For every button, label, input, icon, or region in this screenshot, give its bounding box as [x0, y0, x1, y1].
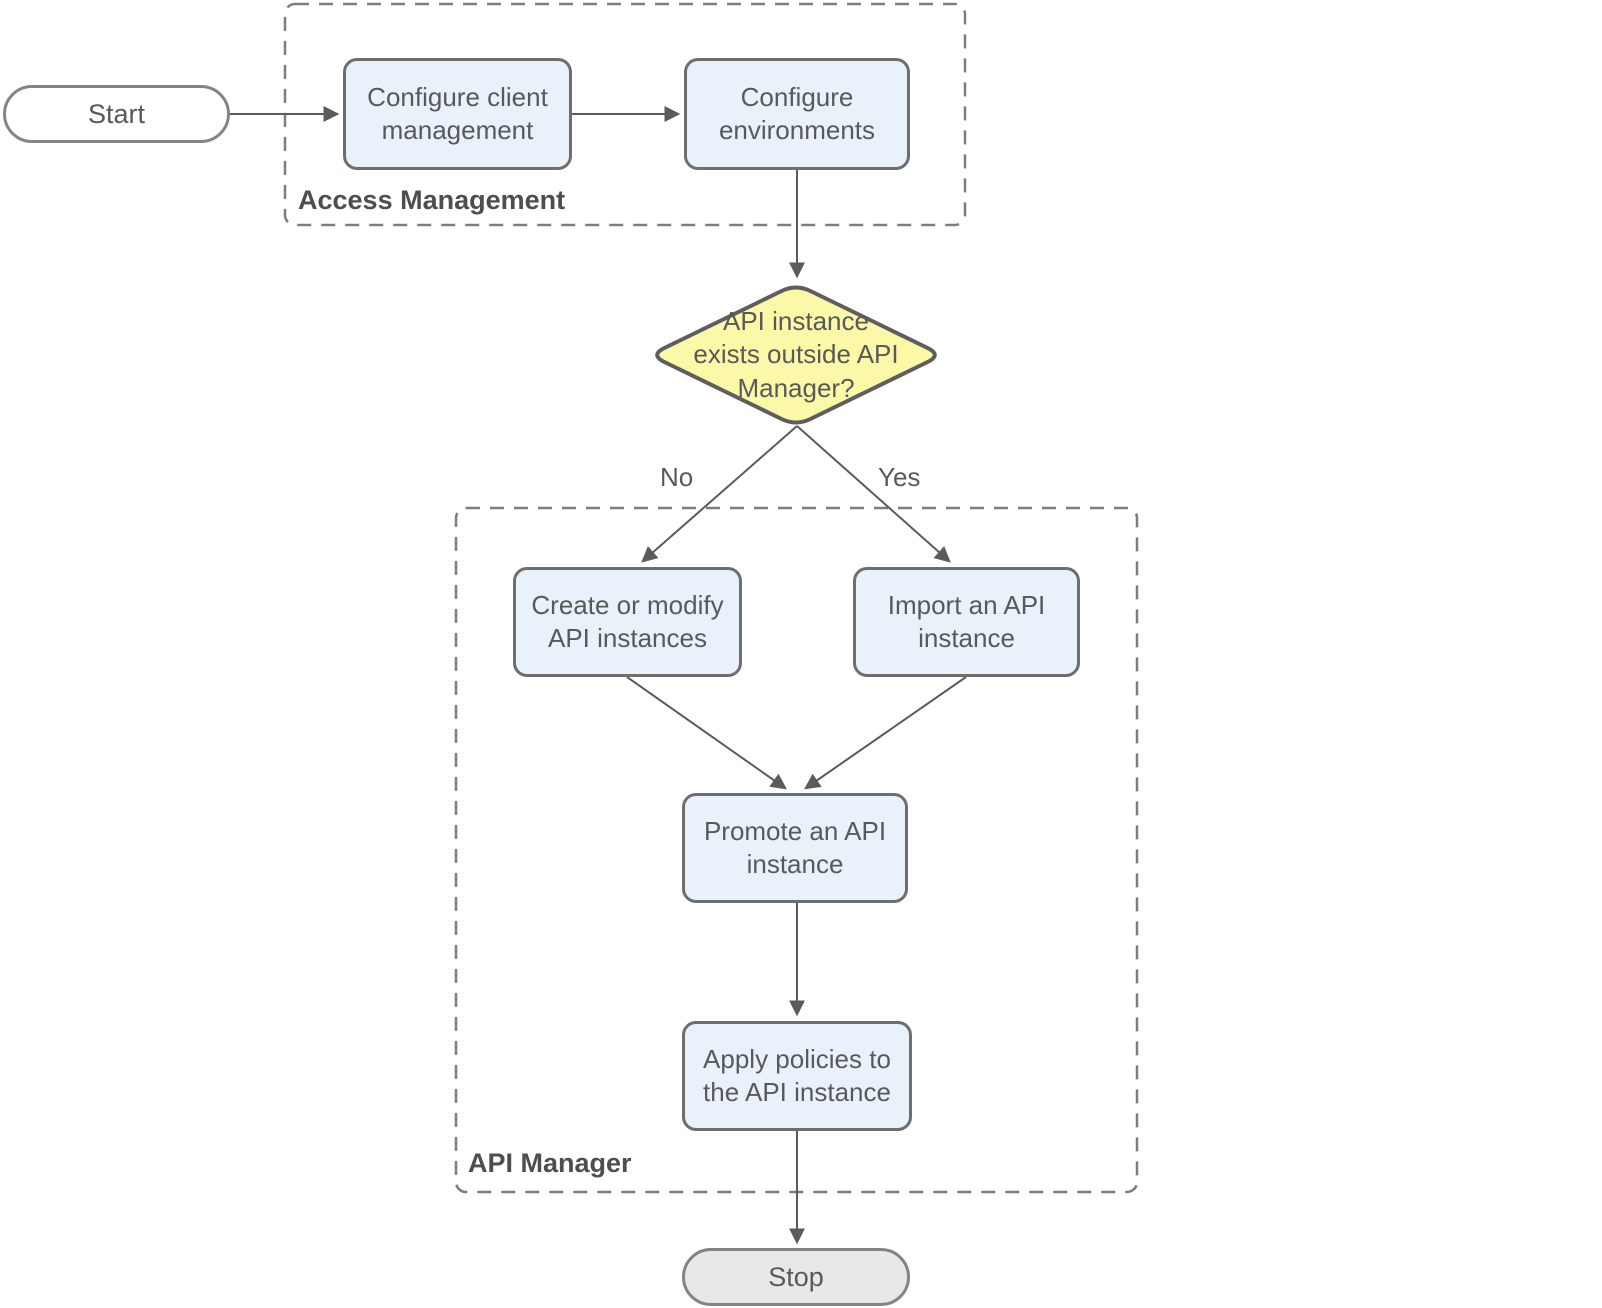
decision-diamond-shape — [655, 285, 937, 425]
node-import-an-api-instance-label: Import an API instance — [887, 589, 1046, 653]
node-configure-environments: Configure environments — [684, 58, 910, 170]
node-apply-policies-to-the-api-instance-label: Apply policies to the API instance — [703, 1043, 891, 1107]
node-apply-policies-to-the-api-instance: Apply policies to the API instance — [682, 1021, 912, 1131]
group-label-api-manager: API Manager — [468, 1148, 632, 1178]
node-promote-an-api-instance-label: Promote an API instance — [703, 815, 887, 879]
node-stop-label: Stop — [768, 1261, 824, 1292]
node-create-or-modify-api-instances-label: Create or modify API instances — [531, 589, 724, 653]
node-promote-an-api-instance: Promote an API instance — [682, 793, 908, 903]
node-api-instance-decision-label: API instance exists outside API Manager? — [693, 306, 899, 403]
node-import-an-api-instance: Import an API instance — [853, 567, 1080, 677]
node-configure-client-management: Configure client management — [343, 58, 572, 170]
node-create-or-modify-api-instances: Create or modify API instances — [513, 567, 742, 677]
node-configure-client-management-label: Configure client management — [367, 81, 548, 145]
edge-label-yes: Yes — [878, 462, 921, 492]
node-configure-environments-label: Configure environments — [718, 81, 876, 145]
edge-label-no: No — [660, 462, 694, 492]
node-start-label: Start — [87, 98, 146, 129]
edge-create-or-modify-to-promote — [626, 676, 787, 790]
node-api-instance-decision: API instance exists outside API Manager? — [690, 300, 902, 410]
edge-decision-no-to-create-or-modify — [641, 425, 798, 563]
node-start: Start — [3, 85, 230, 143]
group-label-access-management: Access Management — [298, 185, 566, 215]
edge-decision-yes-to-import — [796, 425, 951, 563]
edge-import-to-promote — [804, 676, 967, 790]
node-stop: Stop — [682, 1248, 910, 1306]
